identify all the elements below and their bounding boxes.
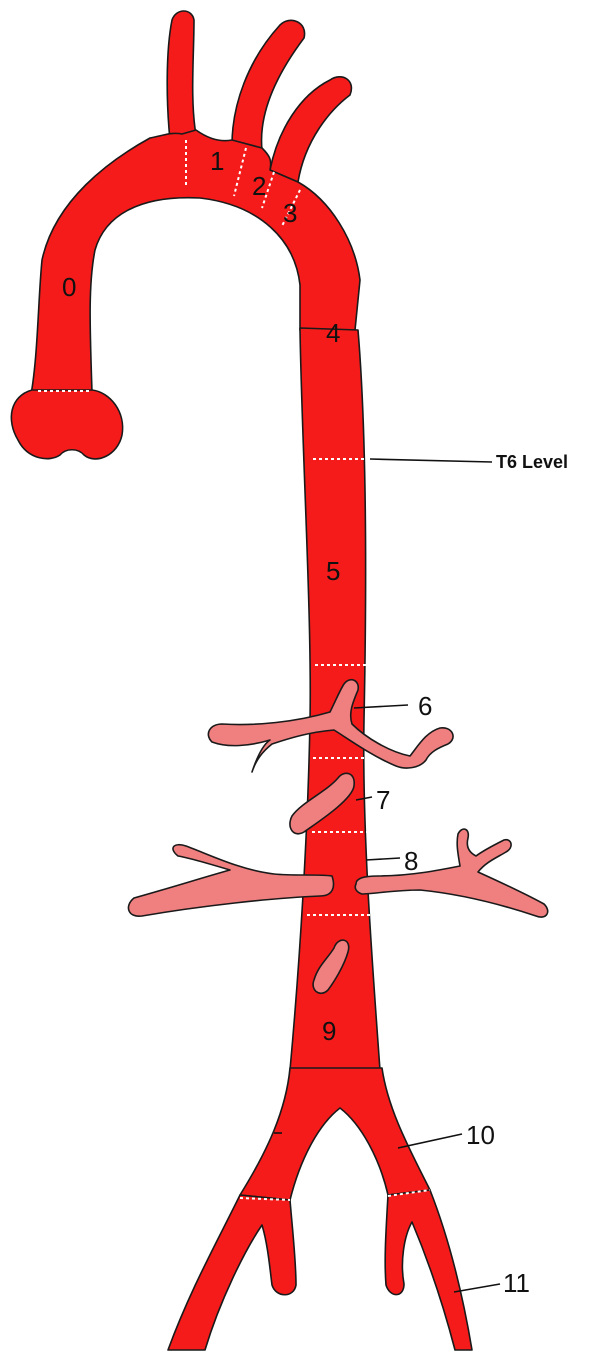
inferior-mesenteric-artery — [312, 939, 350, 995]
superior-mesenteric-artery — [289, 772, 355, 835]
brachiocephalic-artery — [166, 10, 197, 141]
common-iliac-arteries — [239, 1067, 431, 1201]
boundary-10-11-right — [239, 1197, 291, 1201]
segment-label-5: 5 — [326, 556, 340, 586]
leader-line-6 — [353, 704, 409, 709]
segment-label-10: 10 — [466, 1120, 495, 1150]
segment-label-4: 4 — [326, 318, 340, 348]
segment-label-11: 11 — [503, 1268, 530, 1298]
segment-label-7: 7 — [376, 785, 390, 815]
boundary-3-4 — [281, 189, 301, 227]
t6-leader-line — [369, 458, 493, 463]
segment-label-1: 1 — [210, 146, 224, 176]
boundary-1-2 — [233, 147, 247, 197]
leader-lines — [353, 458, 501, 1293]
boundary-10-11-left — [387, 1189, 431, 1197]
segment-label-8: 8 — [404, 846, 418, 876]
segment-label-6: 6 — [418, 691, 432, 721]
celiac-trunk — [207, 678, 454, 773]
segment-labels: 0 1 2 3 4 5 6 7 8 9 10 11 T6 Level — [62, 146, 568, 1298]
segment-label-9: 9 — [322, 1016, 336, 1046]
left-iliac-branches — [384, 1189, 473, 1351]
iliac-bifurcation — [167, 1067, 473, 1351]
segment-label-2: 2 — [252, 171, 266, 201]
segment-label-3: 3 — [283, 198, 297, 228]
boundary-2-3 — [261, 171, 275, 209]
leader-line-10 — [397, 1133, 463, 1149]
leader-line-8 — [365, 857, 401, 861]
t6-level-label: T6 Level — [496, 452, 568, 472]
ascending-aorta-and-arch — [29, 129, 361, 401]
leader-line-7 — [355, 796, 373, 801]
visceral-branches — [127, 678, 549, 995]
aortic-root — [10, 389, 124, 460]
segment-label-0: 0 — [62, 272, 76, 302]
right-iliac-branches — [167, 1194, 297, 1351]
left-renal-artery — [354, 828, 549, 918]
right-renal-artery — [127, 843, 335, 917]
left-subclavian-artery — [269, 76, 353, 183]
leader-line-11 — [453, 1283, 501, 1293]
left-common-carotid-artery — [231, 19, 306, 151]
aortic-arch — [10, 10, 361, 460]
